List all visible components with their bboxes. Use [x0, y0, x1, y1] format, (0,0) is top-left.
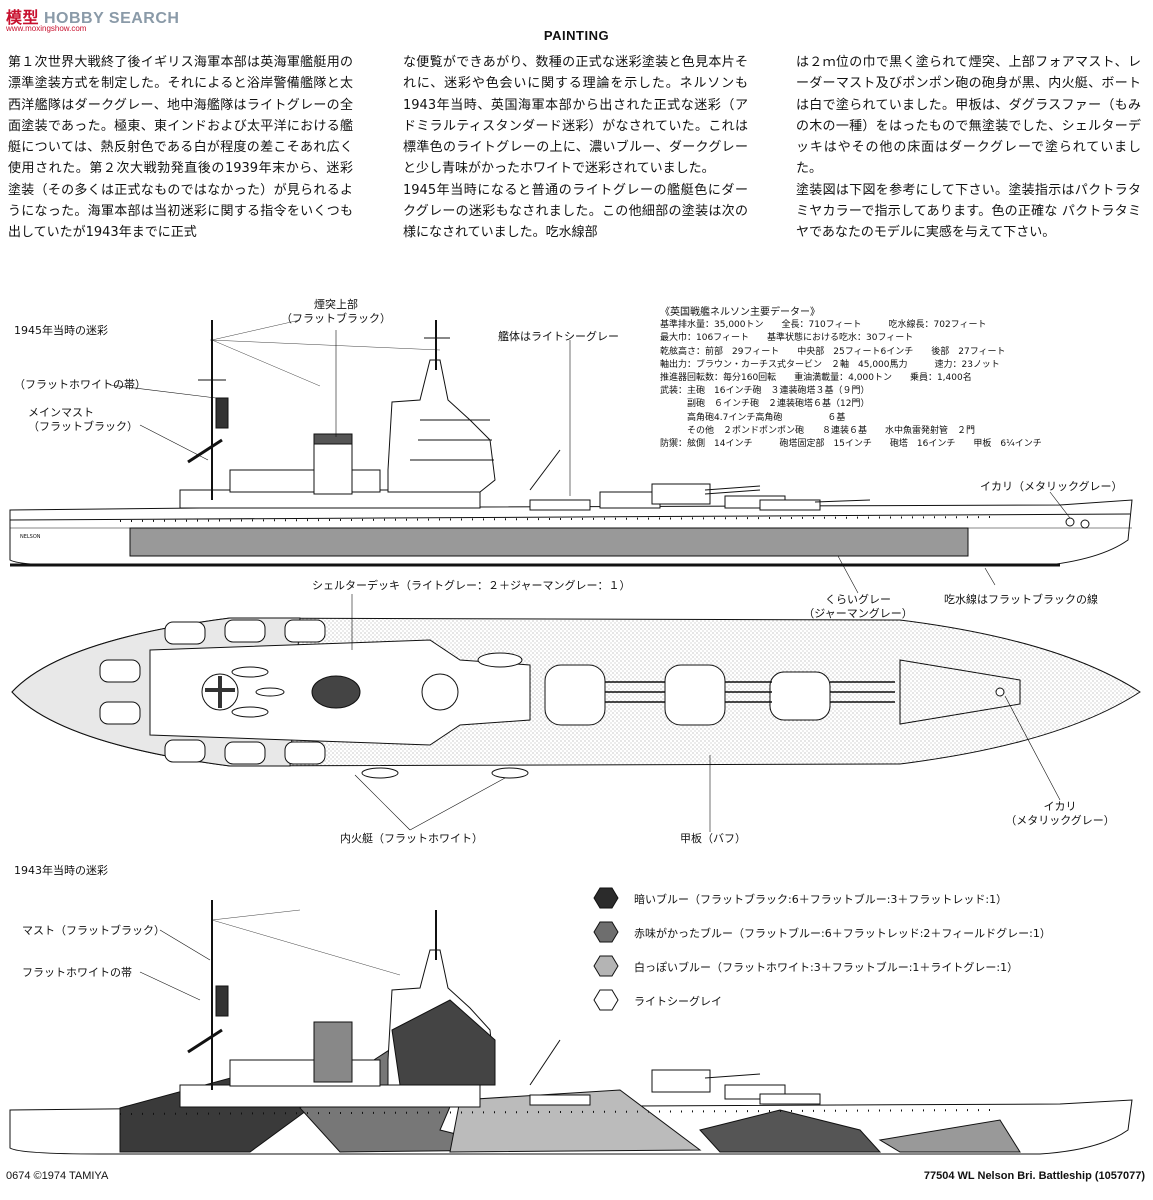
- label-dark-grey: くらいグレー （ジャーマングレー）: [800, 593, 916, 621]
- label-mainmast-line1: メインマスト: [28, 406, 94, 419]
- footer-product: 77504 WL Nelson Bri. Battleship (1057077…: [923, 1170, 1145, 1182]
- side-view-1945: [9, 319, 1133, 594]
- spec-row: 乾舷高さ：前部 29フィート 中央部 25フィート6インチ 後部 27フィート: [660, 346, 1006, 357]
- label-deck: 甲板（バフ）: [680, 832, 746, 845]
- spec-row: 最大巾：106フィート 基準状態における吃水：30フィート: [660, 333, 914, 344]
- legend-swatches: [593, 887, 619, 1011]
- label-white-band-1943: フラットホワイトの帯: [22, 966, 132, 979]
- label-shelter-deck: シェルターデッキ（ライトグレー：２＋ジャーマングレー：１）: [312, 579, 631, 592]
- legend-dark-blue: 暗いブルー（フラットブラック:6＋フラットブルー:3＋フラットレッド:1）: [634, 893, 1008, 906]
- logo-cn-text: 模型: [6, 10, 40, 27]
- ship-specs: 《英国戦艦ネルソン主要データー》 基準排水量：35,000トン 全長：710フィ…: [660, 306, 1042, 451]
- label-mainmast-line2: （フラットブラック）: [28, 420, 138, 433]
- specs-title: 《英国戦艦ネルソン主要データー》: [660, 307, 820, 318]
- label-hull-color: 艦体はライトシーグレー: [498, 330, 619, 343]
- logo-en-text: HOBBY SEARCH: [43, 10, 180, 27]
- label-dark-grey-line2: （ジャーマングレー）: [803, 607, 913, 620]
- side-view-1943: [9, 900, 1133, 1155]
- spec-row: 武装：主砲 16インチ砲 ３連装砲塔３基（９門）: [660, 386, 870, 397]
- paragraph: な便覧ができあがり、数種の正式な迷彩塗装と色見本片それに、迷彩や色会いに関する理…: [403, 55, 748, 177]
- spec-row: 軸出力：ブラウン・カーチス式タービン ２軸 45,000馬力 速力：23ノット: [660, 359, 1000, 370]
- label-anchor-plan-line1: イカリ: [1043, 800, 1077, 813]
- label-mainmast: メインマスト （フラットブラック）: [28, 406, 138, 434]
- swatch-reddish-blue: [593, 921, 619, 943]
- camo-band-dark-grey: [129, 527, 969, 557]
- funnel-1943: [313, 1021, 353, 1083]
- plan-view: [11, 594, 1141, 832]
- spec-row: 高角砲4.7インチ高角砲 ６基: [660, 412, 846, 423]
- footer-copyright: 0674 ©1974 TAMIYA: [6, 1170, 109, 1182]
- camo-whitish-blue: [449, 1089, 702, 1153]
- label-funnel-top: 煙突上部 （フラットブラック）: [276, 298, 396, 326]
- section-label-1943: 1943年当時の迷彩: [14, 864, 108, 877]
- spec-row: 副砲 ６インチ砲 ２連装砲塔６基（12門）: [660, 399, 870, 410]
- label-funnel-line1: 煙突上部: [314, 298, 358, 311]
- paragraph: は２ｍ位の巾で黒く塗られて煙突、上部フォアマスト、レーダーマスト及びポンポン砲の…: [796, 55, 1141, 177]
- paragraph: 第１次世界大戦終了後イギリス海軍本部は英海軍艦艇用の漂準塗装方式を制定した。それ…: [8, 55, 353, 241]
- label-mast-1943: マスト（フラットブラック）: [22, 924, 165, 937]
- swatch-whitish-blue: [593, 955, 619, 977]
- legend-reddish-blue: 赤味がかったブルー（フラットブルー:6＋フラットレッド:2＋フィールドグレー:1…: [634, 927, 1051, 940]
- anchor-plan: [995, 687, 1005, 697]
- label-launch: 内火艇（フラットホワイト）: [340, 832, 483, 845]
- funnel-plan: [311, 675, 361, 709]
- text-column-3: は２ｍ位の巾で黒く塗られて煙突、上部フォアマスト、レーダーマスト及びポンポン砲の…: [796, 52, 1141, 244]
- page-title: PAINTING: [543, 28, 610, 43]
- site-logo: 模型 HOBBY SEARCH: [6, 4, 179, 28]
- text-column-2: な便覧ができあがり、数種の正式な迷彩塗装と色見本片それに、迷彩や色会いに関する理…: [403, 52, 748, 244]
- paragraph: 1945年当時になると普通のライトグレーの艦艇色にダークグレーの迷彩もなされまし…: [403, 182, 748, 241]
- section-label-1945: 1945年当時の迷彩: [14, 324, 108, 337]
- label-anchor-plan-line2: （メタリックグレー）: [1005, 814, 1115, 827]
- stern-nameplate: NELSON: [20, 534, 41, 540]
- spec-row: その他 ２ポンドポンポン砲 ８連装６基 水中魚雷発射管 ２門: [660, 425, 976, 436]
- label-funnel-line2: （フラットブラック）: [281, 312, 391, 325]
- label-dark-grey-line1: くらいグレー: [825, 593, 891, 606]
- anchor-1945: [1065, 517, 1075, 527]
- label-white-band-1945: （フラットホワイトの帯）: [14, 378, 146, 391]
- spec-row: 推進器回転数：毎分160回転 重油満載量：4,000トン 乗員：1,400名: [660, 373, 972, 384]
- swatch-light-sea-grey: [593, 989, 619, 1011]
- swatch-dark-blue: [593, 887, 619, 909]
- site-url: www.moxingshow.com: [6, 24, 87, 33]
- text-column-1: 第１次世界大戦終了後イギリス海軍本部は英海軍艦艇用の漂準塗装方式を制定した。それ…: [8, 52, 353, 244]
- label-anchor-1945: イカリ（メタリックグレー）: [980, 480, 1123, 493]
- legend-light-sea-grey: ライトシーグレイ: [634, 995, 722, 1008]
- legend-whitish-blue: 白っぽいブルー（フラットホワイト:3＋フラットブルー:1＋ライトグレー:1）: [634, 961, 1019, 974]
- paragraph: 塗装図は下図を参考にして下さい。塗装指示はパクトラタミヤカラーで指示してあります…: [796, 182, 1141, 241]
- spec-row: 基準排水量：35,000トン 全長：710フィート 吃水線長：702フィート: [660, 320, 987, 331]
- label-anchor-plan: イカリ （メタリックグレー）: [1000, 800, 1120, 828]
- spec-row: 防禦：舷側 14インチ 砲塔固定部 15インチ 砲塔 16インチ 甲板 6¼イン…: [660, 439, 1042, 450]
- label-waterline: 吃水線はフラットブラックの線: [944, 593, 1098, 606]
